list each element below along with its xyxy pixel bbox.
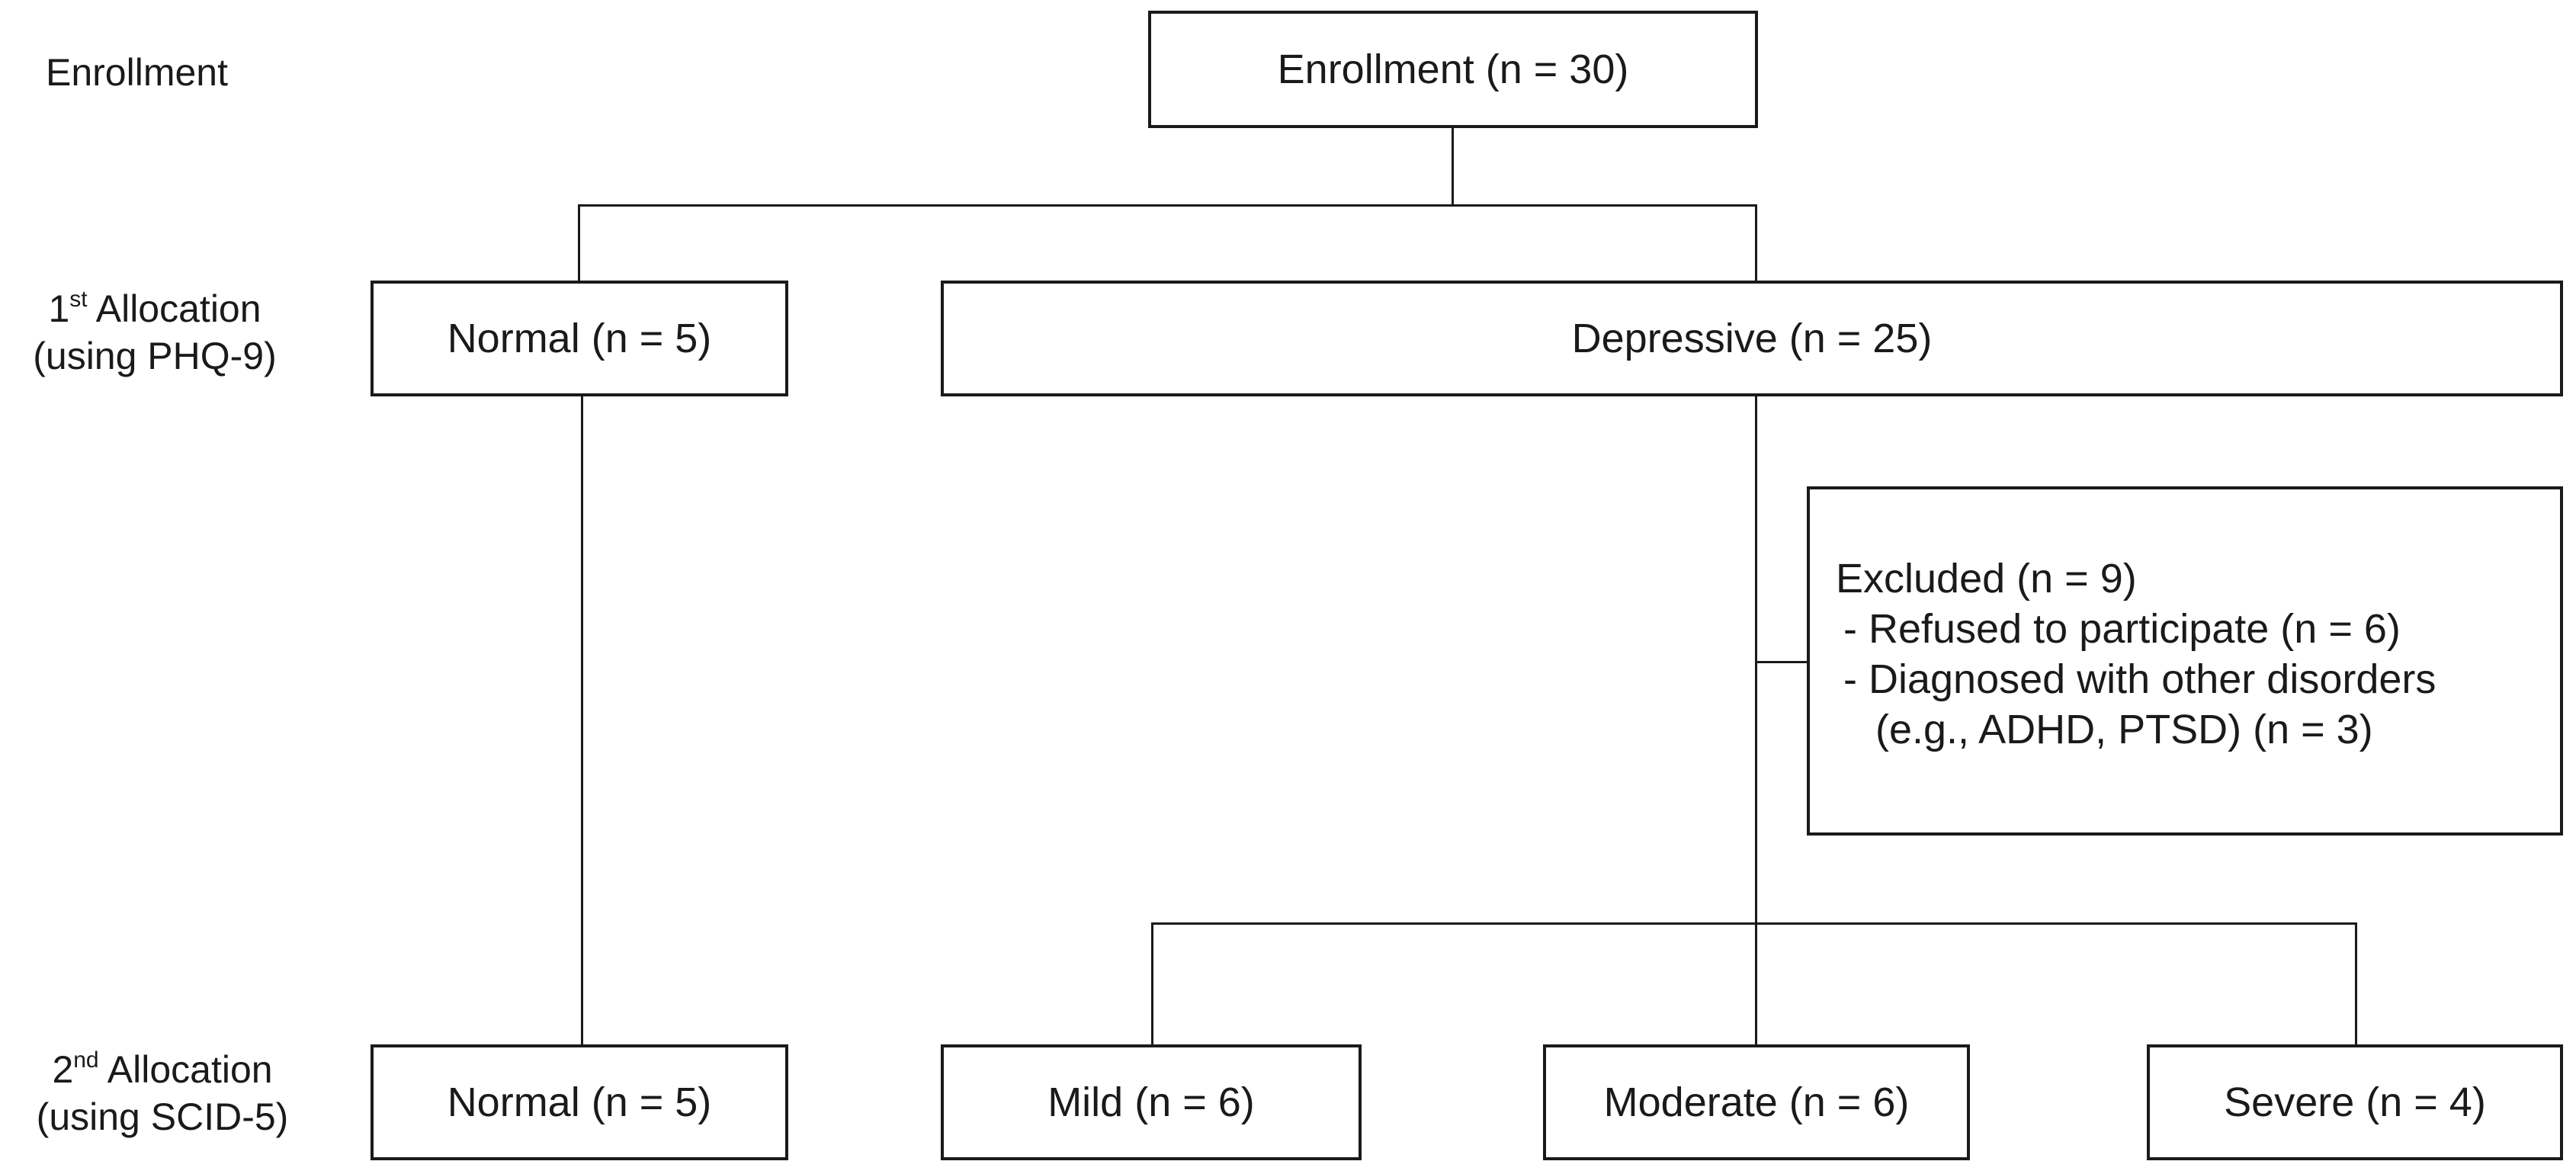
connector-first-split-horizontal	[578, 204, 1757, 207]
enrollment-box: Enrollment (n = 30)	[1148, 11, 1758, 128]
row-label-first-allocation: 1st Allocation (using PHQ-9)	[6, 285, 303, 380]
severe-box-label: Severe (n = 4)	[2224, 1079, 2486, 1125]
depressive-box-label: Depressive (n = 25)	[1571, 315, 1933, 361]
connector-depressive-down	[1755, 395, 1757, 1047]
second-allocation-title: 2nd Allocation	[6, 1046, 319, 1093]
second-allocation-suffix: nd	[73, 1047, 99, 1073]
excluded-box: Excluded (n = 9) - Refused to participat…	[1807, 486, 2563, 836]
row-label-enrollment-text: Enrollment	[46, 51, 228, 94]
first-allocation-word: Allocation	[87, 287, 261, 330]
enrollment-box-label: Enrollment (n = 30)	[1277, 46, 1629, 92]
connector-normal-to-normal	[581, 395, 583, 1047]
first-allocation-title: 1st Allocation	[6, 285, 303, 332]
severe-box: Severe (n = 4)	[2147, 1044, 2563, 1160]
normal-first-box: Normal (n = 5)	[371, 281, 788, 396]
row-label-enrollment: Enrollment	[46, 49, 228, 96]
second-allocation-word: Allocation	[98, 1048, 273, 1091]
depressive-box: Depressive (n = 25)	[941, 281, 2563, 396]
excluded-title: Excluded (n = 9)	[1836, 556, 2137, 601]
first-allocation-number: 1	[48, 287, 70, 330]
connector-to-severe	[2355, 922, 2357, 1047]
first-allocation-suffix: st	[69, 287, 88, 313]
excluded-reason-refused: - Refused to participate (n = 6)	[1843, 606, 2401, 652]
moderate-box-label: Moderate (n = 6)	[1603, 1079, 1910, 1125]
connector-to-depressive	[1755, 204, 1757, 284]
connector-severity-horizontal	[1151, 922, 2357, 925]
excluded-reason-other-examples: (e.g., ADHD, PTSD) (n = 3)	[1875, 707, 2373, 752]
mild-box-label: Mild (n = 6)	[1047, 1079, 1255, 1125]
connector-to-excluded	[1755, 661, 1807, 663]
normal-second-box-label: Normal (n = 5)	[447, 1079, 712, 1125]
normal-first-box-label: Normal (n = 5)	[447, 315, 712, 361]
first-allocation-method: (using PHQ-9)	[33, 335, 277, 377]
normal-second-box: Normal (n = 5)	[371, 1044, 788, 1160]
connector-to-mild	[1151, 922, 1153, 1047]
second-allocation-method: (using SCID-5)	[36, 1095, 289, 1138]
second-allocation-number: 2	[52, 1048, 74, 1091]
mild-box: Mild (n = 6)	[941, 1044, 1362, 1160]
connector-enrollment-down	[1452, 127, 1454, 206]
moderate-box: Moderate (n = 6)	[1543, 1044, 1970, 1160]
connector-to-normal-first	[578, 204, 580, 284]
row-label-second-allocation: 2nd Allocation (using SCID-5)	[6, 1046, 319, 1140]
excluded-reason-other: - Diagnosed with other disorders	[1843, 656, 2436, 702]
